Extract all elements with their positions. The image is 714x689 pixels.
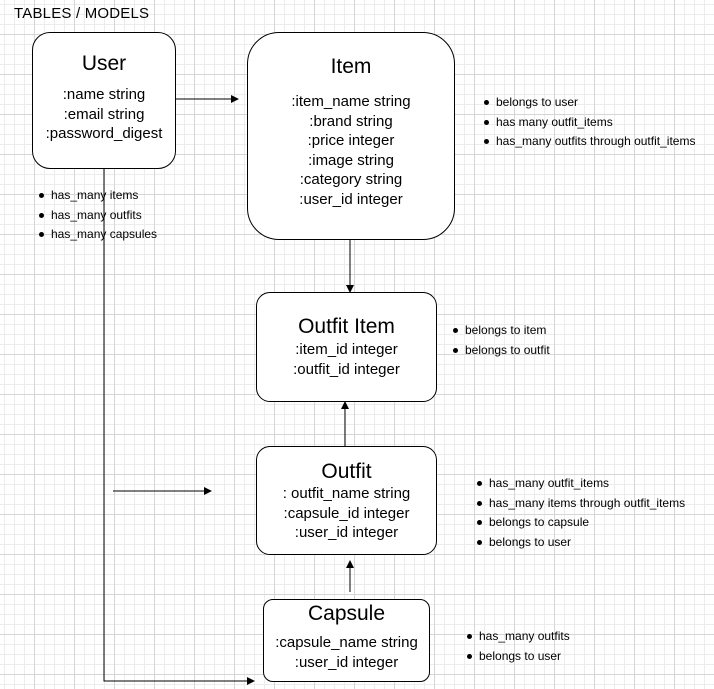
entity-outfit-item: Outfit Item :item_id integer :outfit_id …	[256, 292, 437, 402]
relation-item: has_many items	[38, 186, 157, 206]
entity-item-name: Item	[330, 55, 372, 78]
relation-item: has_many items through outfit_items	[476, 494, 685, 514]
entity-item-attributes: :item_name string :brand string :price i…	[291, 92, 410, 209]
entity-user: User :name string :email string :passwor…	[32, 32, 176, 169]
relation-item: has many outfit_items	[483, 113, 695, 133]
attribute: :capsule_name string	[275, 634, 418, 651]
entity-outfit: Outfit : outfit_name string :capsule_id …	[256, 446, 437, 555]
diagram-title: TABLES / MODELS	[14, 5, 150, 22]
outfit-relations-list: has_many outfit_items has_many items thr…	[472, 474, 685, 552]
attribute: :item_id integer	[295, 341, 398, 358]
attribute: :user_id integer	[299, 190, 403, 208]
attribute: :image string	[308, 151, 394, 169]
attribute: :name string	[62, 86, 146, 103]
entity-outfit-attributes: : outfit_name string :capsule_id integer…	[283, 484, 411, 543]
capsule-relations-list: has_many outfits belongs to user	[462, 627, 570, 666]
relation-item: has_many outfits	[38, 206, 157, 226]
relation-item: belongs to user	[467, 647, 570, 667]
relation-item: has_many capsules	[38, 225, 157, 245]
relation-item: has_many outfit_items	[476, 474, 685, 494]
attribute: :price integer	[307, 132, 395, 149]
arrow-user-to-capsule	[103, 168, 255, 685]
relation-item: belongs to user	[476, 533, 685, 553]
attribute: :capsule_id integer	[283, 504, 410, 522]
relation-item: belongs to capsule	[476, 513, 685, 533]
item-relations-list: belongs to user has many outfit_items ha…	[479, 93, 695, 152]
entity-capsule: Capsule :capsule_name string :user_id in…	[263, 599, 430, 682]
attribute: : outfit_name string	[282, 485, 411, 502]
attribute: :outfit_id integer	[293, 360, 400, 378]
relation-item: belongs to user	[483, 93, 695, 113]
user-relations-list: has_many items has_many outfits has_many…	[34, 186, 157, 245]
entity-capsule-name: Capsule	[307, 602, 386, 625]
entity-capsule-attributes: :capsule_name string :user_id integer	[275, 633, 418, 672]
attribute: :brand string	[309, 112, 393, 130]
relation-item: has_many outfits	[467, 627, 570, 647]
attribute: :item_name string	[291, 93, 411, 110]
attribute: :email string	[63, 105, 145, 123]
entity-user-attributes: :name string :email string :password_dig…	[46, 85, 163, 144]
attribute: :user_id integer	[294, 524, 399, 541]
entity-outfit-item-attributes: :item_id integer :outfit_id integer	[293, 340, 400, 379]
outfit-item-relations-list: belongs to item belongs to outfit	[448, 321, 550, 360]
attribute: :user_id integer	[294, 653, 399, 671]
relation-item: has_many outfits through outfit_items	[483, 132, 695, 152]
entity-outfit-name: Outfit	[321, 460, 372, 483]
attribute: :category string	[299, 171, 403, 188]
entity-user-name: User	[81, 52, 127, 75]
relation-item: belongs to outfit	[453, 341, 550, 361]
attribute: :password_digest	[45, 125, 163, 142]
entity-outfit-item-name: Outfit Item	[298, 315, 395, 338]
relation-item: belongs to item	[453, 321, 550, 341]
entity-item: Item :item_name string :brand string :pr…	[247, 32, 455, 240]
